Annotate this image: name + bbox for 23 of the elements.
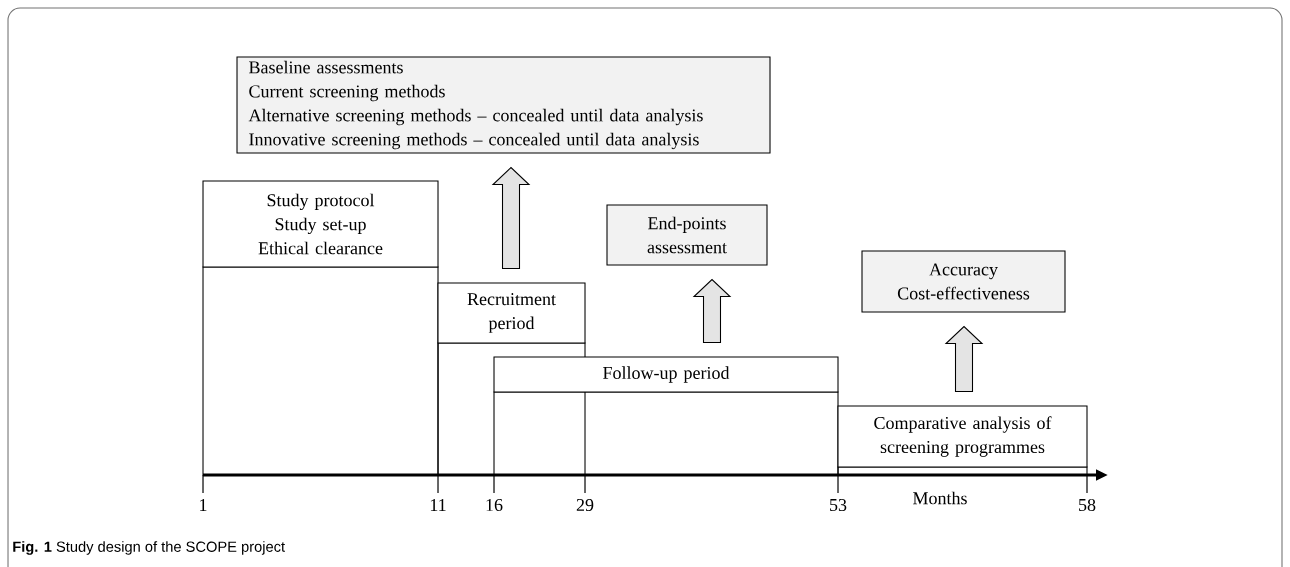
node-label: Ethical clearance — [258, 241, 383, 255]
node-label: Follow-up period — [603, 366, 730, 383]
outcome-box: End-points assessment — [606, 204, 768, 266]
node-label: Study protocol — [267, 193, 375, 211]
tick-label: 1 — [200, 499, 207, 511]
phase-bar: Follow-up period — [493, 356, 839, 476]
tick-label: 16 — [486, 498, 503, 512]
outcome-box: Baseline assessments Current screening methods Alternative screening methods – concealed until data analysis Innovative screening methods – concealed until data analysis — [236, 56, 771, 154]
tick-label: 11 — [430, 499, 446, 511]
block-arrow — [944, 325, 984, 392]
phase-bar: Recruitment period — [437, 282, 586, 476]
node-label: Study set-up — [275, 217, 366, 235]
phase-bar: Study protocol Study set-up Ethical clearance — [202, 180, 439, 476]
block-arrow — [491, 166, 531, 269]
axis-title: Months — [913, 491, 967, 505]
block-arrow — [692, 278, 732, 343]
figure-caption: Fig. 1 Study design of the SCOPE project — [13, 541, 285, 555]
outcome-box: Accuracy Cost-effectiveness — [861, 250, 1066, 313]
tick-label: 58 — [1079, 498, 1096, 512]
node-label: Recruitment period — [467, 293, 556, 333]
tick-label: 29 — [576, 498, 594, 512]
phase-bar: Comparative analysis of screening programmes — [837, 405, 1088, 476]
tick-label: 53 — [830, 498, 847, 512]
